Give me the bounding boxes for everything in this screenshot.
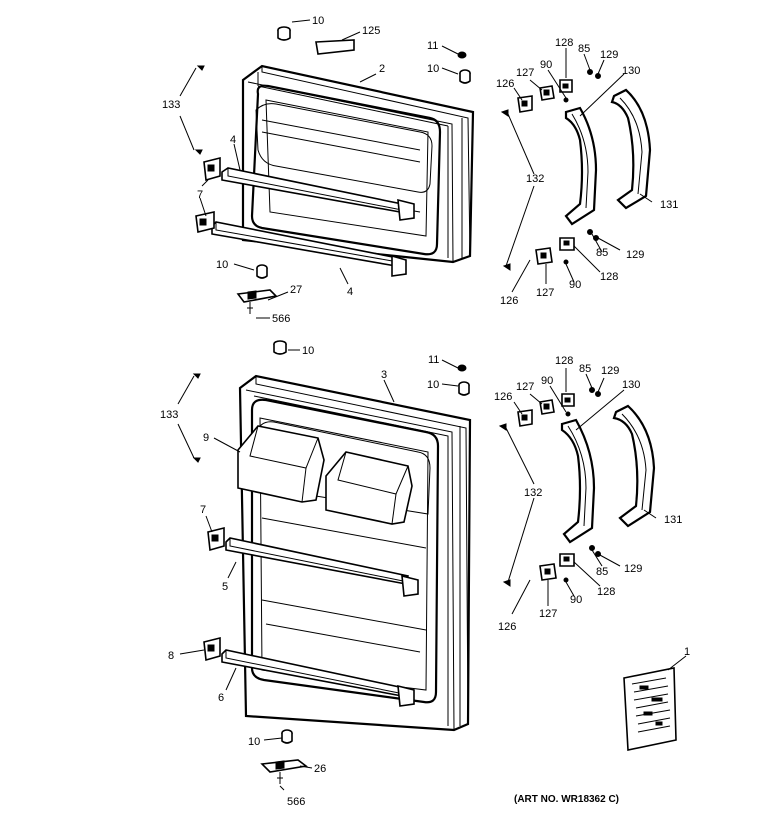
callout-7: 7 [200,504,206,516]
callout-127: 127 [516,67,534,79]
art-number-caption: (ART NO. WR18362 C) [514,794,619,805]
fresh-food-handle-assembly [498,368,657,615]
callout-129: 129 [626,249,644,261]
callout-4: 4 [347,286,353,298]
callout-129: 129 [601,365,619,377]
callout-7: 7 [197,189,203,201]
callout-9: 9 [203,432,209,444]
freezer-door-assembly [179,19,475,319]
callout-127: 127 [539,608,557,620]
callout-11: 11 [427,40,438,52]
callout-85: 85 [596,247,608,259]
callout-128: 128 [597,586,615,598]
callout-132: 132 [524,487,542,499]
callout-133: 133 [162,99,180,111]
callout-85: 85 [579,363,591,375]
callout-90: 90 [570,594,582,606]
callout-8: 8 [168,650,174,662]
instruction-label-card [623,655,687,751]
callout-10: 10 [302,345,314,357]
callout-126: 126 [500,295,518,307]
callout-90: 90 [569,279,581,291]
callout-6: 6 [218,692,224,704]
callout-90: 90 [541,375,553,387]
callout-128: 128 [555,355,573,367]
callout-129: 129 [600,49,618,61]
callout-27: 27 [290,284,302,296]
callout-128: 128 [555,37,573,49]
callout-127: 127 [516,381,534,393]
callout-566: 566 [272,313,290,325]
callout-90: 90 [540,59,552,71]
callout-3: 3 [381,369,387,381]
callout-128: 128 [600,271,618,283]
callout-85: 85 [596,566,608,578]
callout-126: 126 [498,621,516,633]
callout-566: 566 [287,796,305,808]
callout-11: 11 [428,354,439,366]
callout-10: 10 [248,736,260,748]
callout-131: 131 [660,199,678,211]
callout-10: 10 [216,259,228,271]
callout-126: 126 [496,78,514,90]
callout-126: 126 [494,391,512,403]
callout-125: 125 [362,25,380,37]
callout-labels-top: 10 125 11 10 2 128 85 129 90 127 126 130… [162,15,678,325]
callout-127: 127 [536,287,554,299]
callout-4: 4 [230,134,236,146]
fresh-food-door-assembly [177,340,472,791]
callout-10: 10 [427,63,439,75]
callout-130: 130 [622,379,640,391]
callout-133: 133 [160,409,178,421]
callout-labels-bottom: 10 11 10 3 128 85 129 90 127 126 130 133… [160,345,690,808]
callout-5: 5 [222,581,228,593]
callout-132: 132 [526,173,544,185]
freezer-handle-assembly [500,48,653,293]
callout-2: 2 [379,63,385,75]
callout-26: 26 [314,763,326,775]
callout-85: 85 [578,43,590,55]
callout-131: 131 [664,514,682,526]
callout-10: 10 [427,379,439,391]
callout-1: 1 [684,646,690,658]
callout-129: 129 [624,563,642,575]
callout-10: 10 [312,15,324,27]
callout-130: 130 [622,65,640,77]
